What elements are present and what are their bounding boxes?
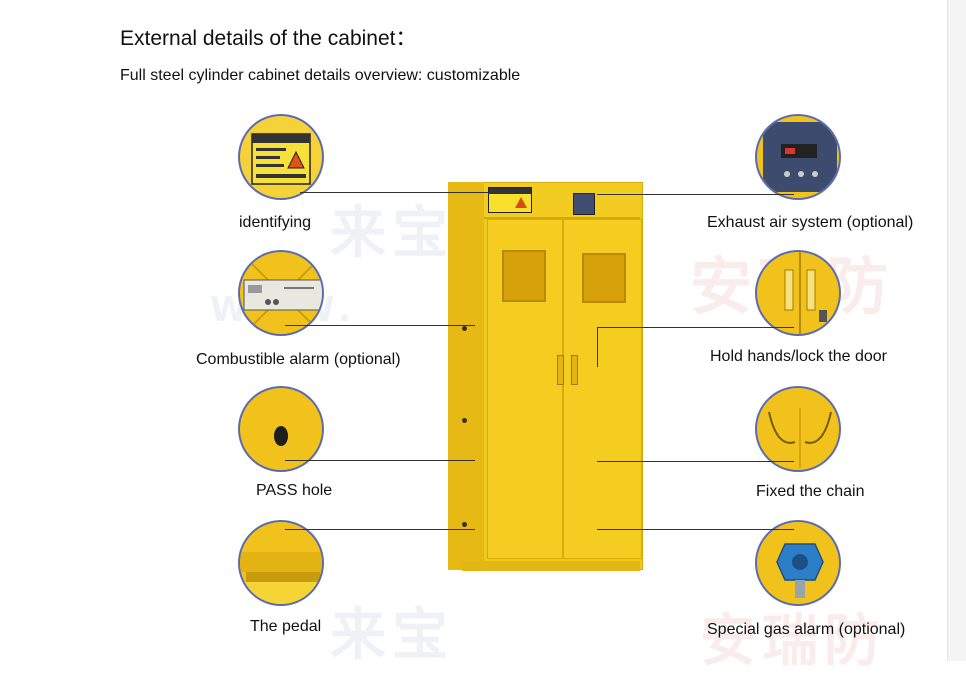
cabinet-side	[448, 182, 484, 570]
side-hole-icon	[462, 326, 467, 331]
leader-line-handle-drop	[597, 327, 598, 367]
scrollbar-track[interactable]	[947, 0, 966, 661]
pass-hole-circle	[238, 386, 324, 472]
leader-line-handle	[597, 327, 794, 328]
exhaust-air-circle	[755, 114, 841, 200]
side-hole-icon	[462, 418, 467, 423]
leader-line-pass-hole	[285, 460, 475, 461]
label-identifying: identifying	[239, 214, 312, 231]
warning-label-icon	[251, 133, 311, 185]
leader-line-gas-alarm	[597, 529, 794, 530]
leader-line-identifying	[300, 192, 490, 193]
cabinet-left-door	[487, 219, 563, 559]
left-door-window	[502, 250, 546, 302]
cabinet-base	[462, 561, 640, 571]
exhaust-panel-icon	[573, 193, 595, 215]
right-door-window	[582, 253, 626, 303]
fixed-chain-circle	[755, 386, 841, 472]
label-pass-hole: PASS hole	[256, 482, 333, 499]
gas-alarm-circle	[755, 520, 841, 606]
label-gas-alarm: Special gas alarm (optional)	[707, 621, 906, 638]
combustible-alarm-circle	[238, 250, 324, 336]
page-title: External details of the cabinet：	[120, 27, 417, 50]
label-exhaust-air: Exhaust air system (optional)	[707, 214, 914, 231]
label-combustible-alarm: Combustible alarm (optional)	[196, 351, 401, 368]
warning-plate-icon	[488, 187, 532, 213]
pedal-circle	[238, 520, 324, 606]
page-subtitle: Full steel cylinder cabinet details over…	[120, 67, 521, 84]
side-hole-icon	[462, 522, 467, 527]
watermark-brand: 来宝	[330, 201, 454, 266]
door-handle-circle	[755, 250, 841, 336]
handle-lock-icon	[784, 252, 827, 334]
leader-line-chain	[597, 461, 794, 462]
door-handle-left-icon	[557, 355, 564, 385]
leader-line-pedal	[285, 529, 475, 530]
label-fixed-chain: Fixed the chain	[756, 483, 865, 500]
pass-hole-icon	[274, 426, 288, 446]
leader-line-alarm	[285, 325, 475, 326]
door-handle-right-icon	[571, 355, 578, 385]
watermark-brand-bottom: 来宝	[330, 603, 454, 668]
exhaust-panel-icon	[763, 122, 837, 192]
cabinet-right-door	[563, 219, 642, 559]
alarm-device-icon	[240, 252, 322, 334]
label-pedal: The pedal	[250, 618, 322, 635]
chain-icon	[768, 408, 832, 468]
gas-detector-icon	[776, 543, 824, 598]
leader-line-exhaust	[597, 194, 794, 195]
identifying-circle	[238, 114, 324, 200]
pedal-icon	[240, 552, 322, 604]
label-hold-hands: Hold hands/lock the door	[710, 348, 887, 365]
